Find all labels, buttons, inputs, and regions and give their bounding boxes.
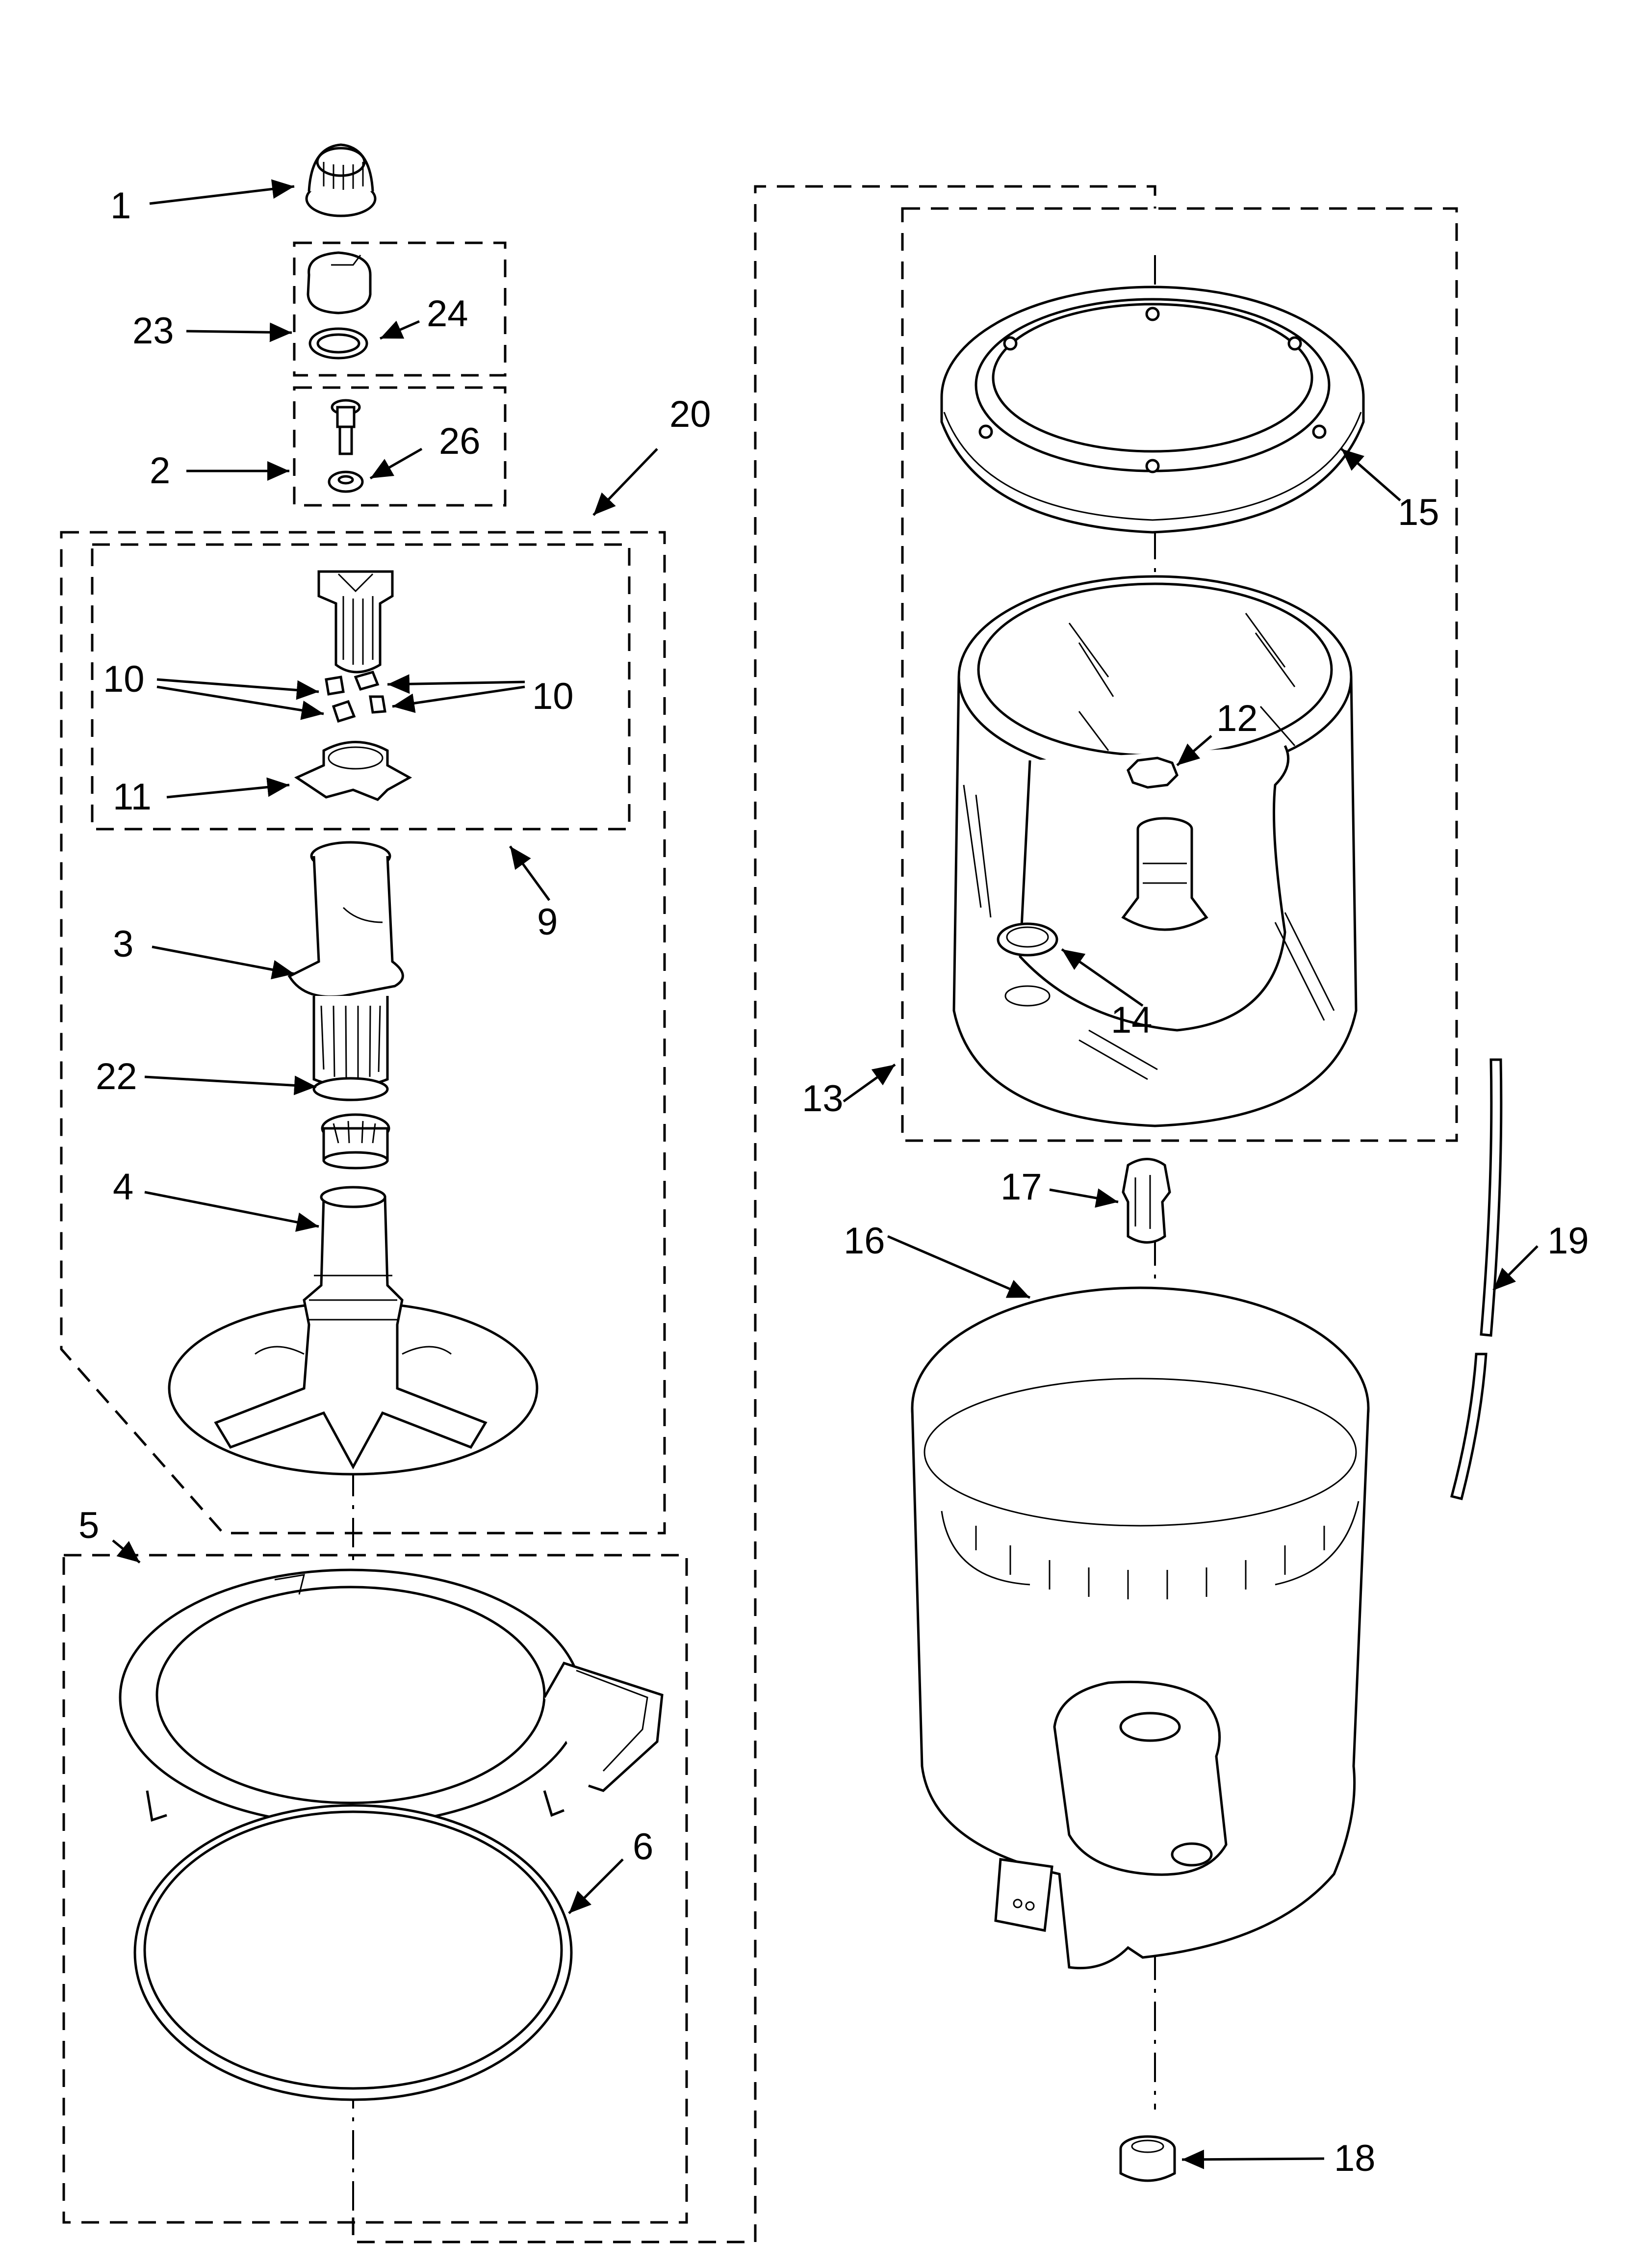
- assembly-connector-line: [352, 185, 1156, 2243]
- cam-ring-part: [321, 1113, 390, 1170]
- tub-bearing-part: [1119, 2135, 1176, 2182]
- callout-9: 9: [537, 901, 558, 943]
- callout-4: 4: [113, 1166, 133, 1208]
- agitator-dogs-part: [325, 670, 386, 723]
- bolt-part: [331, 399, 361, 455]
- callout-13: 13: [802, 1078, 844, 1120]
- agitator-cap-part: [305, 143, 377, 217]
- tub-ring-part: [119, 1568, 664, 1886]
- group-boxes: [60, 207, 1458, 2224]
- callout-2: 2: [150, 450, 170, 492]
- callout-10-left: 10: [103, 658, 145, 700]
- upper-agitator-barrel-part: [287, 841, 404, 1101]
- callout-24: 24: [427, 293, 468, 335]
- callout-17: 17: [1001, 1166, 1042, 1208]
- callout-23: 23: [132, 310, 174, 352]
- callout-12: 12: [1216, 698, 1258, 739]
- callout-19: 19: [1547, 1220, 1589, 1262]
- callout-16: 16: [844, 1220, 885, 1262]
- balance-ring-holes: [978, 307, 1327, 473]
- callout-18: 18: [1334, 2138, 1376, 2179]
- callout-10-right: 10: [532, 676, 574, 717]
- agitator-cam-part: [317, 570, 394, 674]
- agitator-base-part: [168, 1186, 539, 1476]
- callout-3: 3: [113, 923, 133, 965]
- outer-tub-slots: [975, 1526, 1325, 1599]
- callout-14: 14: [1111, 999, 1153, 1041]
- callout-1: 1: [110, 185, 131, 227]
- washer-part: [328, 470, 364, 493]
- callout-5: 5: [78, 1505, 99, 1546]
- callout-11: 11: [113, 776, 152, 818]
- outer-tub-part: [911, 1286, 1370, 1970]
- callout-15: 15: [1398, 492, 1439, 533]
- o-ring-part: [308, 327, 368, 360]
- callout-26: 26: [439, 420, 481, 462]
- callout-20: 20: [669, 393, 711, 435]
- inner-cap-part: [307, 251, 372, 314]
- tub-seal-ring-part: [133, 1804, 573, 2101]
- basket-perforations: [963, 613, 1335, 1080]
- hose-part: [1450, 1058, 1503, 1501]
- callout-22: 22: [96, 1056, 137, 1097]
- drive-hub-part: [1122, 1158, 1171, 1244]
- ratchet-part: [294, 741, 412, 801]
- leader-arrows: [112, 179, 1539, 2169]
- balance-ring-part: [940, 286, 1365, 534]
- callout-6: 6: [633, 1826, 653, 1868]
- callout-labels: 1 23 24 2 26 20 10 10 11 9 3 22 4 5 6 15…: [78, 185, 1589, 2179]
- spin-basket-part: [952, 575, 1358, 1127]
